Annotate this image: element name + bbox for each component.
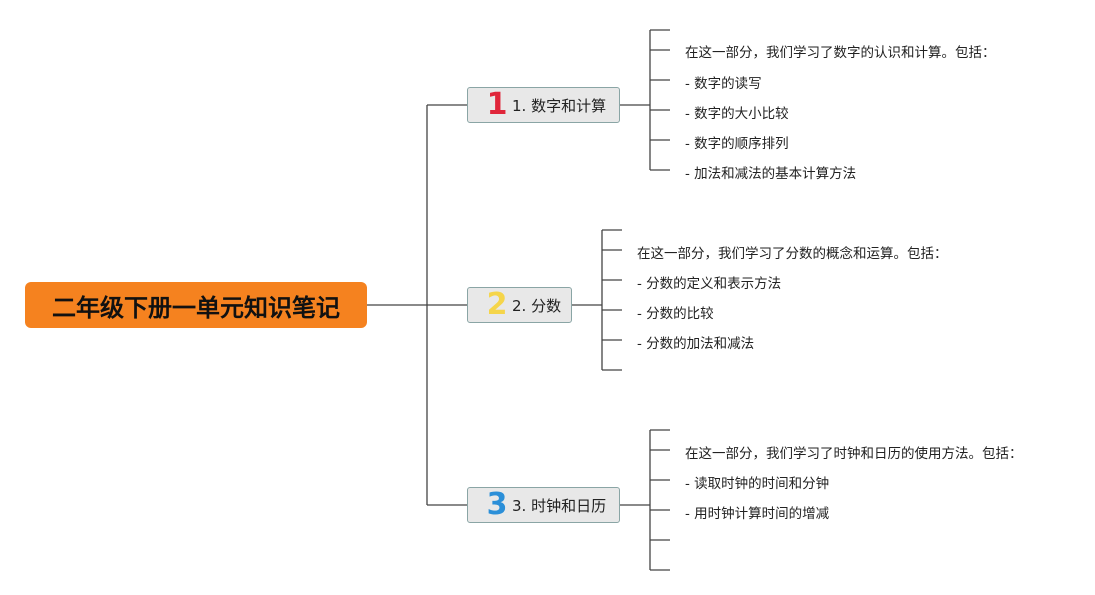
- leaf-ticks-1: [650, 29, 670, 171]
- leaf-3-2[interactable]: - 读取时钟的时间和分钟: [685, 476, 830, 492]
- root-title: 二年级下册一单元知识笔记: [52, 293, 340, 322]
- branch-number-3: 3: [486, 487, 508, 522]
- leaf-ticks-2: [602, 229, 622, 371]
- leaf-3-3[interactable]: - 用时钟计算时间的增减: [685, 506, 830, 522]
- leaf-2-4[interactable]: - 分数的加法和减法: [637, 336, 755, 352]
- root-topic[interactable]: 二年级下册一单元知识笔记: [25, 282, 367, 328]
- branch-label-1: 1. 数字和计算: [512, 96, 607, 115]
- branch-label-3: 3. 时钟和日历: [512, 496, 607, 515]
- branch-topic-1[interactable]: 1 1. 数字和计算: [467, 87, 620, 123]
- branch-number-1: 1: [486, 87, 508, 122]
- branch-topic-3[interactable]: 3 3. 时钟和日历: [467, 487, 620, 523]
- leaf-1-3[interactable]: - 数字的大小比较: [685, 106, 789, 122]
- leaf-1-2[interactable]: - 数字的读写: [685, 76, 762, 92]
- leaf-2-1[interactable]: 在这一部分，我们学习了分数的概念和运算。包括：: [637, 246, 948, 262]
- leaf-3-1[interactable]: 在这一部分，我们学习了时钟和日历的使用方法。包括：: [685, 446, 1023, 462]
- leaf-2-2[interactable]: - 分数的定义和表示方法: [637, 276, 782, 292]
- leaf-1-5[interactable]: - 加法和减法的基本计算方法: [685, 166, 857, 182]
- leaf-1-4[interactable]: - 数字的顺序排列: [685, 136, 789, 152]
- branch-number-2: 2: [486, 287, 508, 322]
- leaf-1-1[interactable]: 在这一部分，我们学习了数字的认识和计算。包括：: [685, 45, 996, 61]
- leaf-2-3[interactable]: - 分数的比较: [637, 306, 714, 322]
- branch-label-2: 2. 分数: [512, 296, 562, 315]
- leaf-ticks-3: [650, 429, 670, 571]
- branch-topic-2[interactable]: 2 2. 分数: [467, 287, 572, 323]
